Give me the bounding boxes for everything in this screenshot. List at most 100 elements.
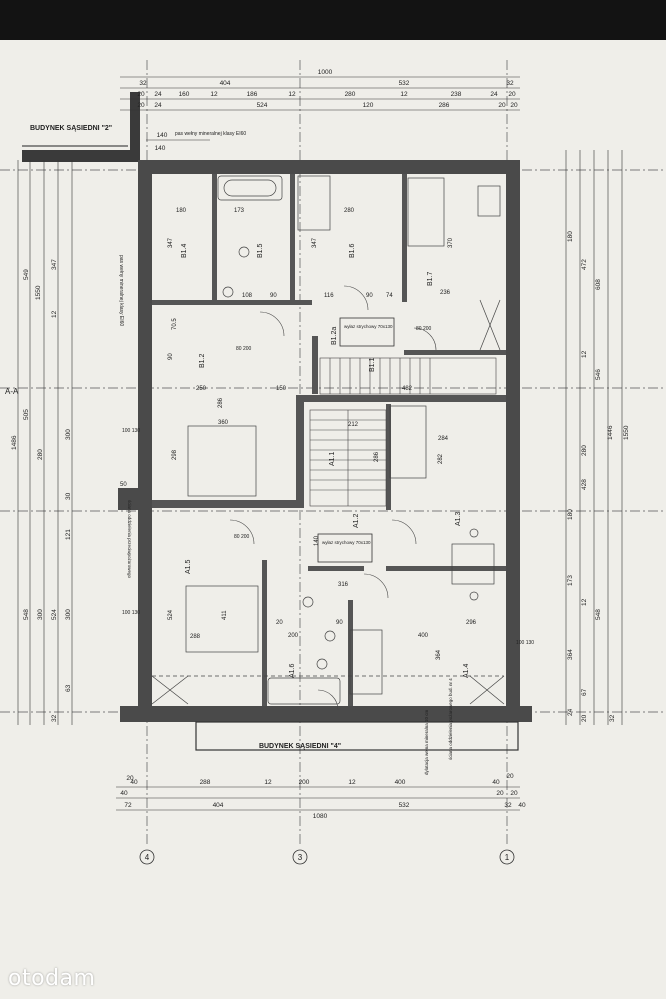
axis-label-4: 4 xyxy=(145,853,150,862)
svg-text:40: 40 xyxy=(518,802,526,809)
svg-text:482: 482 xyxy=(402,386,413,392)
svg-text:90: 90 xyxy=(168,353,174,360)
svg-text:12: 12 xyxy=(581,598,588,606)
room-label-b12: B1.2 xyxy=(199,353,206,368)
svg-text:67: 67 xyxy=(581,688,588,696)
svg-text:286: 286 xyxy=(439,102,450,109)
svg-text:1486: 1486 xyxy=(11,435,18,450)
svg-text:90: 90 xyxy=(336,620,343,626)
svg-text:32: 32 xyxy=(609,714,616,722)
svg-text:300: 300 xyxy=(37,609,44,620)
right-dimension-text: 1446 1550 608 546 548 180 472 12 280 428… xyxy=(567,231,630,722)
svg-text:20: 20 xyxy=(126,775,134,782)
svg-text:72: 72 xyxy=(124,802,132,809)
svg-text:32: 32 xyxy=(504,802,512,809)
svg-text:20: 20 xyxy=(510,102,518,109)
wall-note-left: ściana oddzielenia przeciwpożarowego xyxy=(127,500,132,579)
svg-text:20: 20 xyxy=(581,714,588,722)
door-swings xyxy=(229,285,437,711)
svg-text:108: 108 xyxy=(242,293,253,299)
svg-text:404: 404 xyxy=(213,802,224,809)
svg-text:1080: 1080 xyxy=(313,813,328,820)
svg-text:100 130: 100 130 xyxy=(122,428,140,434)
svg-text:173: 173 xyxy=(567,575,574,586)
left-dimension-text: 1486 1550 549 505 548 347 12 300 300 524… xyxy=(11,259,72,722)
svg-text:180: 180 xyxy=(176,208,187,214)
svg-text:20: 20 xyxy=(506,773,514,780)
svg-text:74: 74 xyxy=(386,293,393,299)
svg-text:160: 160 xyxy=(179,91,190,98)
svg-text:288: 288 xyxy=(200,779,211,786)
svg-text:549: 549 xyxy=(23,269,30,280)
svg-text:280: 280 xyxy=(37,449,44,460)
svg-text:24: 24 xyxy=(567,708,574,716)
svg-text:100 130: 100 130 xyxy=(122,610,140,616)
svg-text:300: 300 xyxy=(65,429,72,440)
svg-text:12: 12 xyxy=(210,91,218,98)
wall-note-bottom-a: ściana oddzielenia pożarowego bud. nr 4 xyxy=(448,678,453,760)
svg-text:30: 30 xyxy=(65,492,72,500)
svg-text:20: 20 xyxy=(508,91,516,98)
neighbour-top-label: BUDYNEK SĄSIEDNI "2" xyxy=(30,125,112,132)
attic-hatches: wyłaz strychowy 70x130 wyłaz strychowy 7… xyxy=(317,317,395,563)
svg-text:284: 284 xyxy=(438,436,449,442)
svg-text:32: 32 xyxy=(506,80,514,87)
room-label-a16: A1.6 xyxy=(289,663,296,678)
outer-walls xyxy=(118,160,532,722)
svg-text:186: 186 xyxy=(247,91,258,98)
top-dimension-lines xyxy=(120,76,520,141)
svg-text:12: 12 xyxy=(51,310,58,318)
svg-text:1446: 1446 xyxy=(607,425,614,440)
svg-text:296: 296 xyxy=(466,620,477,626)
right-dimension-lines xyxy=(565,150,623,725)
svg-text:80 200: 80 200 xyxy=(234,534,250,540)
svg-text:100 130: 100 130 xyxy=(516,640,534,646)
svg-text:298: 298 xyxy=(172,449,178,460)
svg-text:524: 524 xyxy=(257,102,268,109)
room-label-a11: A1.1 xyxy=(329,451,336,466)
svg-text:1000: 1000 xyxy=(318,69,333,76)
wall-note-bottom-b: dylatacja wełna mineralna 10 cm xyxy=(424,709,429,775)
svg-text:548: 548 xyxy=(23,609,30,620)
svg-text:370: 370 xyxy=(448,237,454,248)
svg-text:347: 347 xyxy=(312,237,318,248)
axis-label-1: 1 xyxy=(505,853,510,862)
svg-text:524: 524 xyxy=(168,609,174,620)
svg-text:288: 288 xyxy=(190,634,201,640)
svg-text:140: 140 xyxy=(314,535,320,546)
svg-text:280: 280 xyxy=(344,208,355,214)
svg-text:40: 40 xyxy=(120,790,128,797)
svg-text:20: 20 xyxy=(276,620,283,626)
svg-text:548: 548 xyxy=(595,609,602,620)
svg-text:80 200: 80 200 xyxy=(416,326,432,332)
svg-text:428: 428 xyxy=(581,479,588,490)
svg-text:20: 20 xyxy=(137,91,145,98)
svg-text:505: 505 xyxy=(23,409,30,420)
neighbour-building-top: BUDYNEK SĄSIEDNI "2" pas wełny mineralne… xyxy=(5,92,246,396)
svg-text:20: 20 xyxy=(496,790,504,797)
svg-text:524: 524 xyxy=(51,609,58,620)
svg-text:280: 280 xyxy=(581,445,588,456)
svg-text:12: 12 xyxy=(264,779,272,786)
svg-text:532: 532 xyxy=(399,802,410,809)
room-label-b12a: B1.2a xyxy=(331,327,338,345)
svg-text:180: 180 xyxy=(567,231,574,242)
svg-text:140: 140 xyxy=(157,132,168,139)
svg-text:63: 63 xyxy=(65,684,72,692)
svg-text:40: 40 xyxy=(130,779,138,786)
insulation-note-left: pas wełny mineralnej klasy EI60 xyxy=(118,255,124,326)
svg-text:316: 316 xyxy=(338,582,349,588)
room-labels: B1.4 B1.5 B1.6 B1.7 B1.2 B1.1 B1.2a A1.1… xyxy=(181,243,470,678)
watermark-logo: otodam xyxy=(8,966,96,991)
svg-text:140: 140 xyxy=(155,145,166,152)
svg-text:282: 282 xyxy=(438,453,444,464)
room-label-a12: A1.2 xyxy=(353,513,360,528)
svg-text:80 200: 80 200 xyxy=(236,346,252,352)
room-label-b17: B1.7 xyxy=(427,271,434,286)
svg-text:250: 250 xyxy=(196,386,207,392)
svg-text:90: 90 xyxy=(270,293,277,299)
hatch-note-top: wyłaz strychowy 70x130 xyxy=(344,324,393,329)
room-label-b11: B1.1 xyxy=(369,357,376,372)
